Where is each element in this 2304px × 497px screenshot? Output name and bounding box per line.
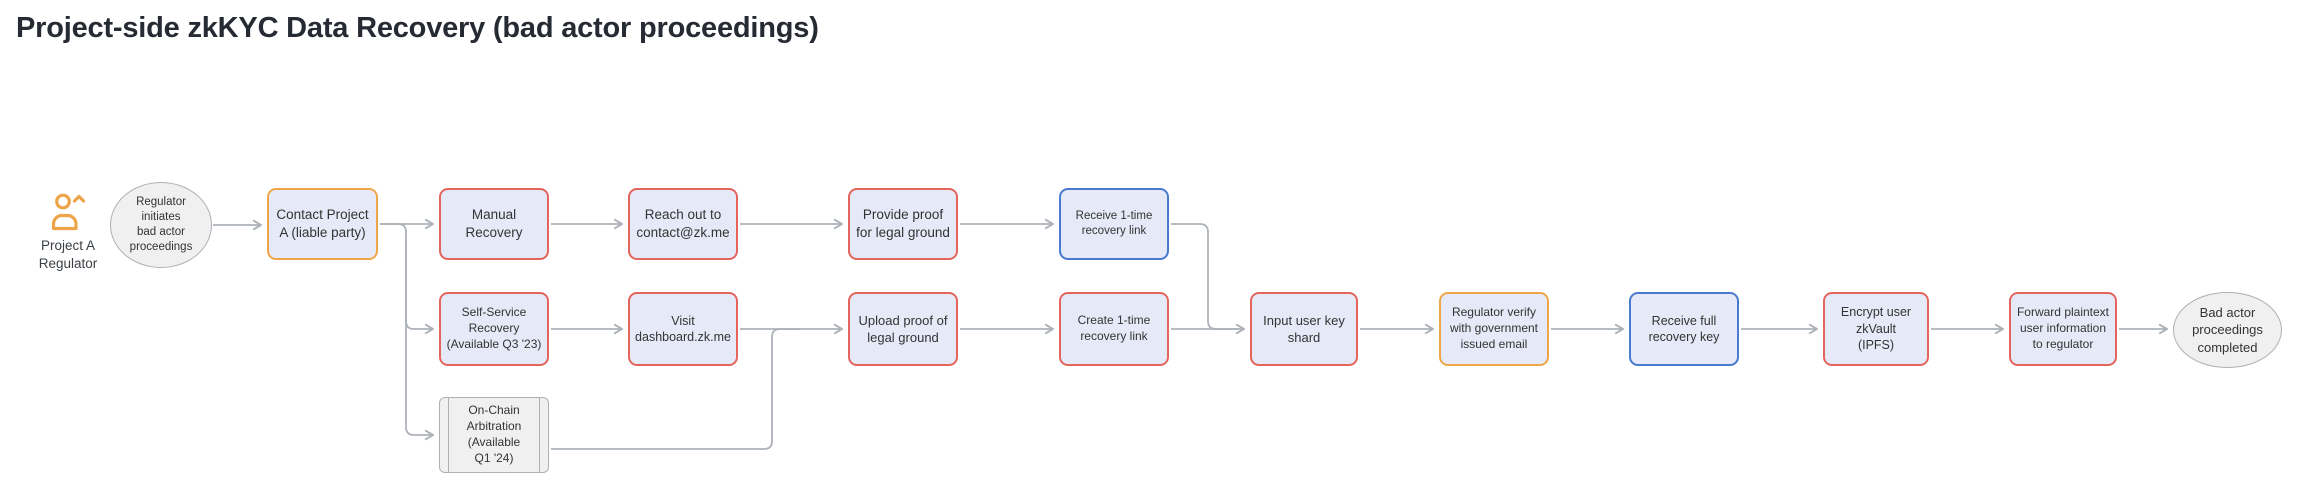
node-label: Self-Service Recovery (Available Q3 '23) [446,305,542,351]
page-title: Project-side zkKYC Data Recovery (bad ac… [16,12,819,44]
node-label: Regulator initiates bad actor proceeding… [129,195,193,254]
edge-receive-link-merge-down [1171,223,1238,330]
node-label: Visit dashboard.zk.me [635,313,731,345]
node-label: Contact Project A (liable party) [276,207,369,240]
node-label: Bad actor proceedings completed [2192,305,2263,355]
node-receive-full-key: Receive full recovery key [1629,292,1739,366]
node-forward-plaintext: Forward plaintext user information to re… [2009,292,2117,366]
node-receive-onetime-link: Receive 1-time recovery link [1059,188,1169,260]
node-contact-project-a: Contact Project A (liable party) [267,188,378,260]
node-upload-proof: Upload proof of legal ground [848,292,958,366]
node-encrypt-zkvault: Encrypt user zkVault (IPFS) [1823,292,1929,366]
node-label: Forward plaintext user information to re… [2016,305,2110,351]
edge-contact-to-self-service [380,223,434,335]
node-input-key-shard: Input user key shard [1250,292,1358,366]
node-regulator-initiates: Regulator initiates bad actor proceeding… [110,182,212,268]
node-label: Receive full recovery key [1648,313,1720,345]
node-self-service-recovery: Self-Service Recovery (Available Q3 '23) [439,292,549,366]
node-label: Encrypt user zkVault (IPFS) [1840,305,1912,353]
node-label: Manual Recovery [465,207,523,240]
node-manual-recovery: Manual Recovery [439,188,549,260]
node-label: Create 1-time recovery link [1077,313,1151,343]
node-label: Receive 1-time recovery link [1075,209,1153,237]
node-label: Provide proof for legal ground [856,207,950,240]
node-proceedings-completed: Bad actor proceedings completed [2173,292,2282,368]
node-provide-proof: Provide proof for legal ground [848,188,958,260]
node-label: Regulator verify with government issued … [1449,305,1539,351]
edge-contact-to-onchain [405,240,434,441]
node-label: On-Chain Arbitration (Available Q1 '24) [466,403,522,465]
node-onchain-arbitration: On-Chain Arbitration (Available Q1 '24) [439,397,549,473]
node-label: Upload proof of legal ground [858,312,948,345]
actor-project-a-regulator: Project A Regulator [22,192,114,273]
node-label: Reach out to contact@zk.me [636,207,730,240]
node-visit-dashboard: Visit dashboard.zk.me [628,292,738,366]
person-with-caret-icon [51,193,85,231]
actor-label: Project A Regulator [38,238,98,271]
node-reach-out: Reach out to contact@zk.me [628,188,738,260]
node-label: Input user key shard [1263,312,1345,345]
node-regulator-verify: Regulator verify with government issued … [1439,292,1549,366]
node-create-onetime-link: Create 1-time recovery link [1059,292,1169,366]
